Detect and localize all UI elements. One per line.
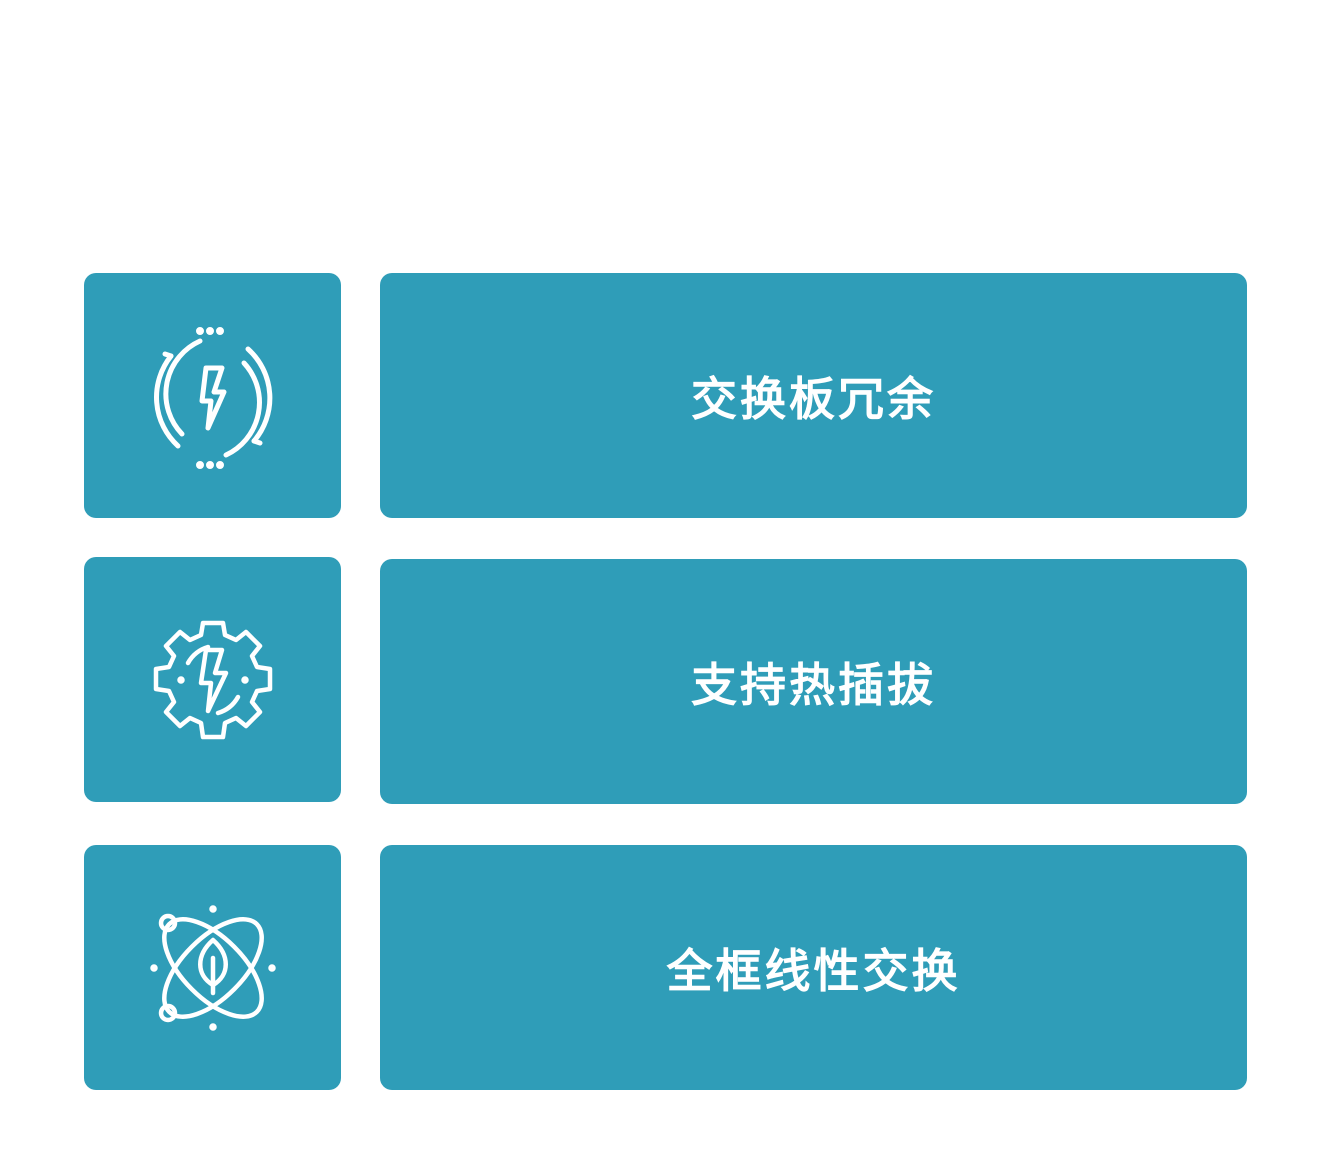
feature-label: 全框线性交换 (666, 943, 961, 998)
feature-icon-tile-linear-switching (84, 845, 341, 1090)
feature-icon-tile-redundancy (84, 273, 341, 518)
feature-card-linear-switching: 全框线性交换 (380, 845, 1247, 1090)
feature-card-redundancy: 交换板冗余 (380, 273, 1247, 518)
power-cycle-bolt-icon (138, 321, 288, 471)
feature-label: 支持热插拔 (691, 657, 936, 712)
feature-label: 交换板冗余 (691, 371, 936, 426)
feature-card-hotswap: 支持热插拔 (380, 559, 1247, 804)
feature-icon-tile-hotswap (84, 557, 341, 802)
gear-bolt-icon (148, 615, 278, 745)
atom-leaf-icon (148, 903, 278, 1033)
